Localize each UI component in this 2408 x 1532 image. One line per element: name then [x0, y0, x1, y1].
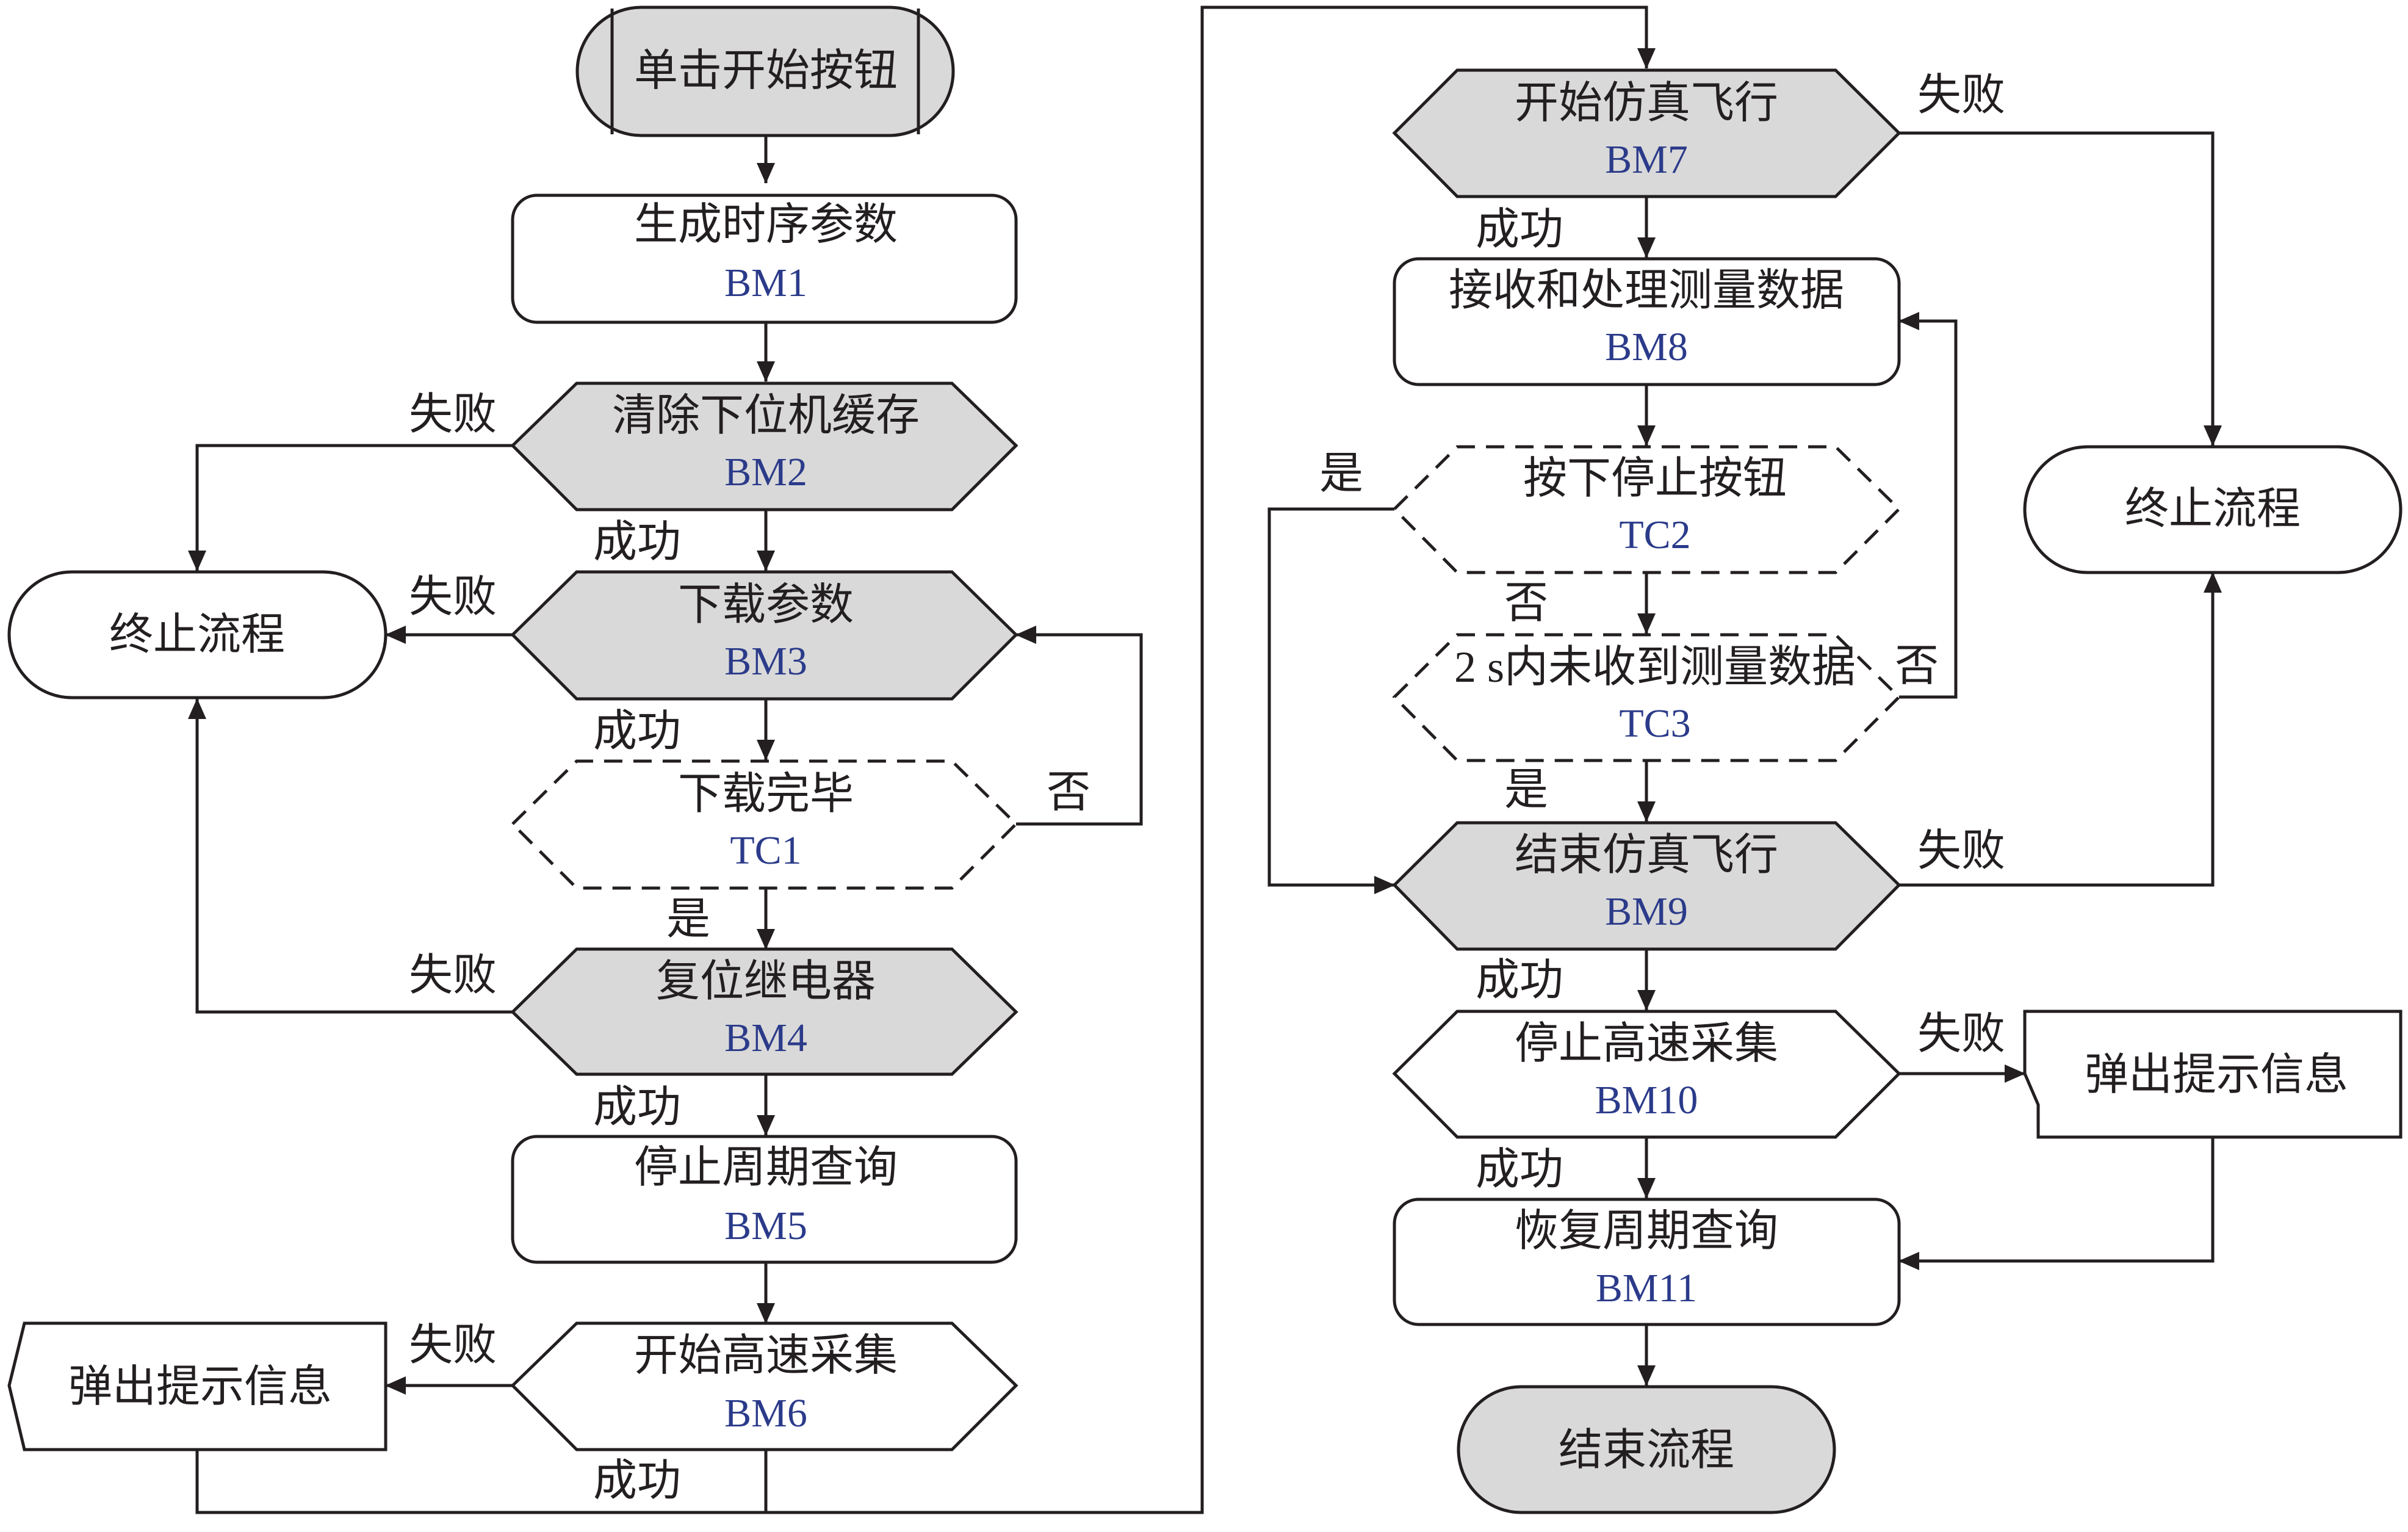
node-bm1-code: BM1: [724, 261, 807, 305]
node-tc3: 2 s内未收到测量数据 TC3: [1392, 633, 1902, 762]
label-tc1-yes: 是: [666, 895, 710, 944]
label-bm6-success: 成功: [593, 1456, 681, 1505]
label-bm3-success: 成功: [593, 707, 681, 756]
node-bm9-code: BM9: [1605, 889, 1688, 934]
node-tc2-label: 按下停止按钮: [1523, 454, 1787, 503]
node-popup-left-label: 弹出提示信息: [68, 1362, 332, 1411]
edge-popup-merge: [195, 1450, 1202, 1514]
node-start: 单击开始按钮: [575, 5, 955, 137]
label-tc2-no: 否: [1504, 579, 1548, 627]
label-tc3-yes: 是: [1504, 765, 1548, 814]
node-bm11-label: 恢复周期查询: [1515, 1207, 1778, 1256]
node-bm9-label: 结束仿真飞行: [1515, 831, 1778, 880]
edge-bm9-fail: [1899, 572, 2222, 887]
edge-tc3-no: [1898, 312, 1958, 699]
node-bm7-label: 开始仿真飞行: [1515, 79, 1778, 128]
label-bm9-fail: 失败: [1917, 826, 2005, 875]
node-tc1-code: TC1: [730, 828, 801, 873]
node-popup-left: 弹出提示信息: [7, 1321, 388, 1451]
node-bm2: 清除下位机缓存 BM2: [510, 381, 1018, 511]
node-bm6: 开始高速采集 BM6: [510, 1321, 1018, 1451]
edge-bm7-fail: [1899, 131, 2222, 446]
node-bm11-code: BM11: [1596, 1266, 1697, 1310]
node-bm7-code: BM7: [1605, 137, 1688, 182]
node-tc1: 下载完毕 TC1: [510, 759, 1018, 890]
node-terminate-left-label: 终止流程: [109, 610, 285, 659]
label-bm9-success: 成功: [1476, 956, 1563, 1005]
label-bm7-success: 成功: [1476, 205, 1563, 254]
node-bm8-code: BM8: [1605, 325, 1688, 369]
node-bm10-label: 停止高速采集: [1515, 1019, 1778, 1068]
label-bm4-success: 成功: [593, 1083, 681, 1132]
node-popup-right-label: 弹出提示信息: [2085, 1050, 2348, 1099]
edge-bm2-fail: [188, 444, 513, 571]
node-terminate-left: 终止流程: [7, 570, 388, 699]
edge-bm6-success: [764, 5, 1656, 1514]
label-bm10-fail: 失败: [1917, 1010, 2005, 1058]
node-bm1-label: 生成时序参数: [634, 200, 898, 249]
label-tc1-no: 否: [1047, 768, 1090, 817]
node-start-label: 单击开始按钮: [634, 46, 898, 95]
node-tc2-code: TC2: [1619, 513, 1690, 557]
label-bm10-success: 成功: [1476, 1145, 1563, 1194]
node-popup-right: 弹出提示信息: [2023, 1010, 2403, 1139]
node-terminate-right: 终止流程: [2023, 445, 2403, 574]
label-bm2-fail: 失败: [409, 390, 497, 439]
label-bm2-success: 成功: [593, 518, 681, 566]
node-bm3: 下载参数 BM3: [510, 570, 1018, 701]
node-bm10-code: BM10: [1595, 1078, 1698, 1122]
edge-labels: 失败 成功 失败 成功 否 是 失败 成功 失败 成功 失败 成功 是 否 否 …: [409, 71, 2005, 1505]
node-bm5: 停止周期查询 BM5: [511, 1135, 1018, 1264]
node-bm10: 停止高速采集 BM10: [1392, 1010, 1902, 1139]
node-bm7: 开始仿真飞行 BM7: [1392, 68, 1902, 198]
connector-lines: [188, 5, 2222, 1514]
label-tc3-no: 否: [1895, 641, 1939, 690]
node-bm8-label: 接收和处理测量数据: [1449, 266, 1844, 315]
node-bm5-code: BM5: [724, 1204, 807, 1248]
node-terminate-right-label: 终止流程: [2125, 485, 2301, 533]
node-bm9: 结束仿真飞行 BM9: [1392, 821, 1902, 951]
node-end-label: 结束流程: [1559, 1426, 1734, 1475]
node-bm4-code: BM4: [724, 1016, 807, 1060]
node-bm2-code: BM2: [724, 450, 807, 494]
edge-popup-bm11: [1898, 1137, 2215, 1270]
node-bm8: 接收和处理测量数据 BM8: [1393, 257, 1901, 386]
label-bm4-fail: 失败: [409, 951, 497, 1000]
node-end: 结束流程: [1457, 1385, 1836, 1514]
label-tc2-yes: 是: [1319, 449, 1363, 498]
node-bm11: 恢复周期查询 BM11: [1393, 1198, 1901, 1326]
edge-tc1-no: [1015, 626, 1143, 826]
node-tc3-code: TC3: [1619, 701, 1690, 746]
node-tc2: 按下停止按钮 TC2: [1392, 445, 1902, 574]
node-tc1-label: 下载完毕: [678, 770, 854, 818]
node-bm4: 复位继电器 BM4: [510, 947, 1018, 1076]
node-bm6-label: 开始高速采集: [634, 1331, 898, 1380]
node-tc3-label: 2 s内未收到测量数据: [1454, 643, 1856, 692]
node-bm4-label: 复位继电器: [656, 957, 876, 1006]
edge-tc2-yes: [1267, 507, 1395, 894]
label-bm3-fail: 失败: [409, 573, 497, 621]
node-bm1: 生成时序参数 BM1: [511, 193, 1018, 324]
label-bm6-fail: 失败: [409, 1321, 497, 1370]
label-bm7-fail: 失败: [1917, 71, 2005, 120]
node-bm2-label: 清除下位机缓存: [612, 391, 920, 440]
node-bm3-label: 下载参数: [678, 580, 854, 629]
node-bm6-code: BM6: [724, 1391, 807, 1436]
node-bm5-label: 停止周期查询: [634, 1143, 898, 1192]
node-bm3-code: BM3: [724, 639, 807, 684]
edge-bm4-fail: [188, 698, 513, 1014]
